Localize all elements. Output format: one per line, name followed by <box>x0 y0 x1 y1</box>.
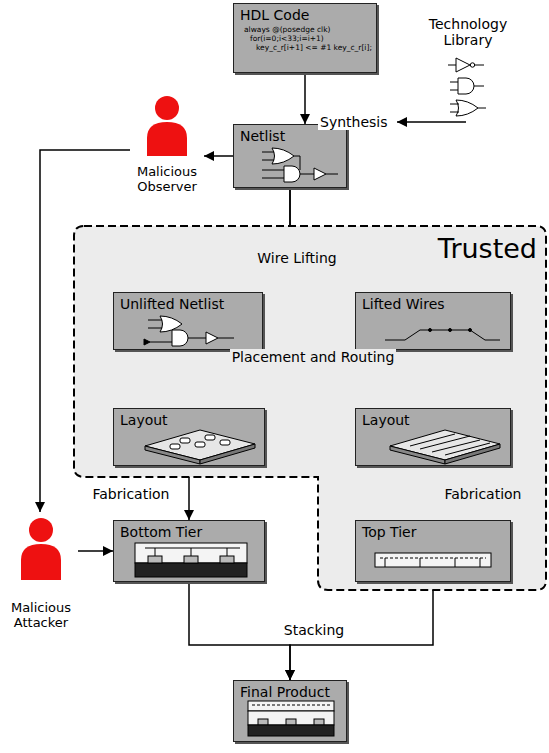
process-box: Unlifted Netlist <box>113 292 263 350</box>
edge-label: Placement and Routing <box>230 349 397 365</box>
unlifted-gates <box>144 316 234 346</box>
edge-label: Fabrication <box>91 486 172 502</box>
process-box: HDL Codealways @(posedge clk)for(i=0;i<3… <box>233 3 377 73</box>
gate-symbols <box>448 58 486 116</box>
tier-cross-section <box>135 543 491 577</box>
code-line: key_c_r[i+1] <= #1 key_c_r[i]; <box>256 43 372 52</box>
code-line: always @(posedge clk) <box>244 25 330 34</box>
person-icon <box>21 96 187 580</box>
actor-label: Malicious Attacker <box>4 600 78 632</box>
flow-arrow <box>204 155 233 157</box>
edge-label: Wire Lifting <box>255 250 338 266</box>
library-arrow <box>397 121 466 123</box>
library-label: Technology Library <box>414 16 522 48</box>
layout-slab <box>145 430 500 464</box>
flow-arrow <box>78 550 113 552</box>
edge-label: Fabrication <box>443 486 524 502</box>
process-box: Top Tier <box>355 520 511 582</box>
process-box: Lifted Wires <box>355 292 511 350</box>
box-title: Netlist <box>234 125 291 146</box>
edge-label: Synthesis <box>318 114 390 130</box>
box-title: HDL Code <box>234 4 315 25</box>
dashed-outline <box>74 226 546 590</box>
box-title: Lifted Wires <box>356 293 451 314</box>
box-title: Top Tier <box>356 521 422 542</box>
flow-arrow <box>189 582 290 680</box>
flow-arrow <box>304 73 306 124</box>
actor-label: Malicious Observer <box>130 164 204 196</box>
netlist-gates <box>262 148 338 182</box>
edge-label: Stacking <box>282 622 346 638</box>
box-title: Layout <box>114 409 174 430</box>
region-title: Trusted <box>438 233 537 264</box>
box-title: Layout <box>356 409 416 430</box>
box-title: Bottom Tier <box>114 521 208 542</box>
code-line: for(i=0;i<33;i=i+1) <box>250 34 324 43</box>
box-title: Final Product <box>234 681 336 702</box>
box-title: Unlifted Netlist <box>114 293 230 314</box>
stacked-chip <box>248 701 334 736</box>
lifted-wire-lines <box>385 329 500 341</box>
